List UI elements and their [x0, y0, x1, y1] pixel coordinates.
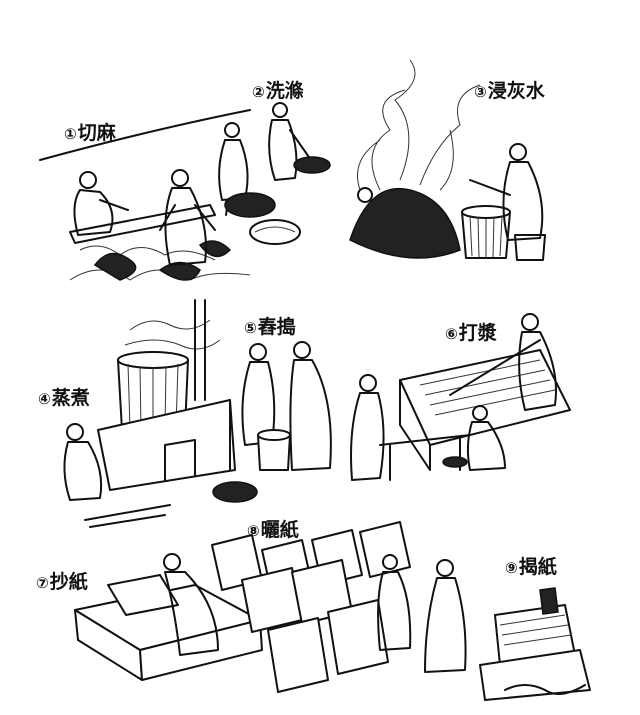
step-label-cutting-hemp: ①切麻 [64, 122, 116, 144]
scene-scooping-paper [74, 553, 263, 681]
scene-washing [218, 102, 331, 245]
scene-peeling-paper [424, 559, 591, 701]
step-label-washing: ②洗滌 [252, 80, 304, 102]
scene-lime-soaking [349, 59, 546, 261]
step-label-steaming: ④蒸煮 [38, 387, 90, 409]
step-label-lime-soaking: ③浸灰水 [474, 80, 545, 102]
scene-drying-paper [211, 521, 412, 693]
step-label-beating-pulp: ⑥打漿 [445, 322, 497, 344]
scene-beating-pulp [350, 313, 571, 481]
scene-pounding [241, 341, 332, 471]
scene-cutting-hemp [39, 109, 251, 281]
step-label-drying-paper: ⑧曬紙 [247, 519, 299, 541]
step-label-pounding: ⑤舂搗 [244, 316, 296, 338]
step-label-peeling-paper: ⑨揭紙 [505, 556, 557, 578]
scene-steaming [63, 299, 258, 528]
step-label-scooping-paper: ⑦抄紙 [36, 571, 88, 593]
